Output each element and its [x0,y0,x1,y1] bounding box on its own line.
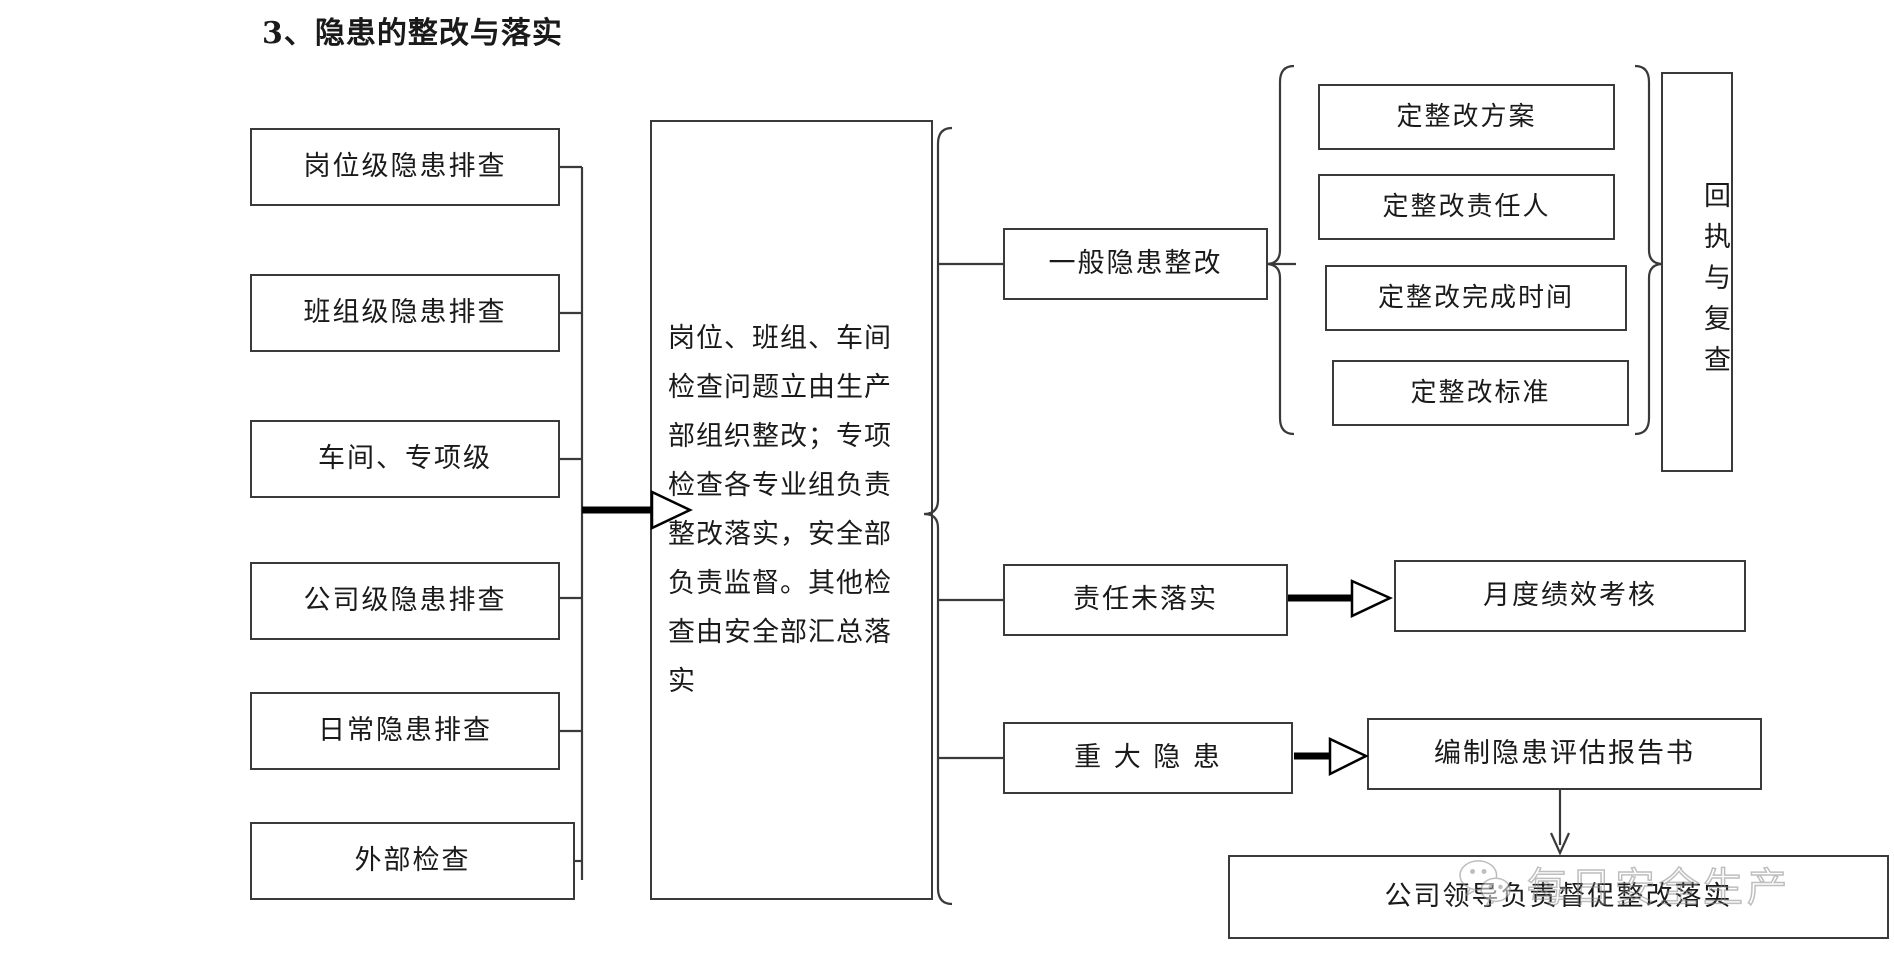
left-item-6[interactable]: 外部检查 [250,822,575,900]
general-sub-4-label: 定整改标准 [1410,377,1551,408]
page-title: 3、隐患的整改与落实 [262,16,563,51]
general-hazard-label: 一般隐患整改 [1048,248,1223,280]
monthly-assessment-label: 月度绩效考核 [1483,580,1657,612]
hazard-report-label: 编制隐患评估报告书 [1434,738,1695,770]
left-item-3-label: 车间、专项级 [318,443,492,475]
receipt-review-label: 回执与复查 [1699,180,1730,386]
left-item-1-label: 岗位级隐患排查 [303,151,507,183]
left-item-4[interactable]: 公司级隐患排查 [250,562,560,640]
receipt-brace [1634,64,1664,436]
arrow-report-to-final [1549,790,1571,856]
general-sub-2-label: 定整改责任人 [1382,191,1551,222]
unfulfilled-label: 责任未落实 [1073,584,1218,616]
left-item-4-label: 公司级隐患排查 [303,585,507,617]
general-sub-3-label: 定整改完成时间 [1377,282,1574,313]
center-process-box[interactable]: 岗位、班组、车间检查问题立由生产部组织整改；专项检查各专业组负责整改落实，安全部… [650,120,933,900]
left-item-5-label: 日常隐患排查 [318,715,492,747]
left-item-6-label: 外部检查 [354,845,471,877]
receipt-review-box[interactable]: 回执与复查 [1661,72,1733,472]
general-sub-2[interactable]: 定整改责任人 [1318,174,1615,240]
hazard-report-box[interactable]: 编制隐患评估报告书 [1367,718,1762,790]
monthly-assessment-box[interactable]: 月度绩效考核 [1394,560,1746,632]
left-item-1[interactable]: 岗位级隐患排查 [250,128,560,206]
arrow-unfulfilled-to-monthly [1288,579,1393,618]
left-item-2-label: 班组级隐患排查 [303,297,507,329]
left-item-3[interactable]: 车间、专项级 [250,420,560,498]
general-hazard-box[interactable]: 一般隐患整改 [1003,228,1268,300]
general-sub-1-label: 定整改方案 [1396,101,1537,132]
arrow-major-to-report [1294,737,1369,777]
general-sub-3[interactable]: 定整改完成时间 [1325,265,1627,331]
major-hazard-box[interactable]: 重 大 隐 患 [1003,722,1293,794]
unfulfilled-box[interactable]: 责任未落实 [1003,564,1288,636]
left-item-5[interactable]: 日常隐患排查 [250,692,560,770]
general-sub-1[interactable]: 定整改方案 [1318,84,1615,150]
general-sub-4[interactable]: 定整改标准 [1332,360,1629,426]
leader-supervise-box[interactable]: 公司领导负责督促整改落实 [1228,855,1889,939]
left-item-2[interactable]: 班组级隐患排查 [250,274,560,352]
center-process-label: 岗位、班组、车间检查问题立由生产部组织整改；专项检查各专业组负责整改落实，安全部… [668,322,892,698]
center-right-brace [923,126,1003,906]
leader-supervise-label: 公司领导负责督促整改落实 [1384,881,1733,913]
general-sub-brace [1265,64,1296,436]
major-hazard-label: 重 大 隐 患 [1074,742,1222,774]
